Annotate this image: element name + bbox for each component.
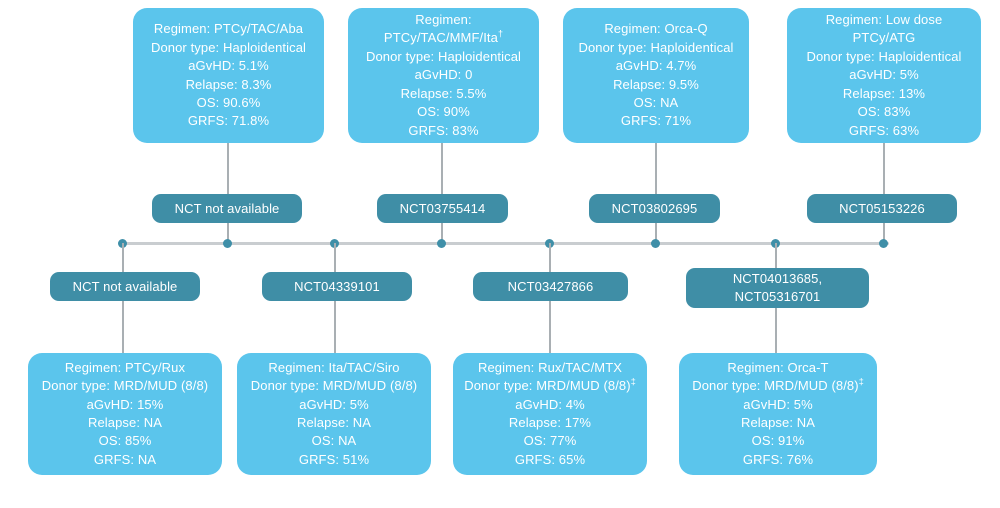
card-agvhd: aGvHD: 4.7%: [615, 58, 697, 74]
card-grfs: GRFS: 71.8%: [187, 113, 270, 129]
nct-label: NCT05153226: [839, 200, 925, 216]
card-donor-text: Donor type: MRD/MUD (8/8): [464, 378, 631, 394]
nct-label: NCT04339101: [294, 278, 380, 294]
bottom-card-1: Regimen: PTCy/Rux Donor type: MRD/MUD (8…: [28, 353, 222, 475]
bottom-card-2: Regimen: Ita/TAC/Siro Donor type: MRD/MU…: [237, 353, 431, 475]
card-agvhd: aGvHD: 4%: [515, 396, 585, 412]
top-card-3: Regimen: Orca-Q Donor type: Haploidentic…: [563, 8, 749, 143]
card-relapse: Relapse: 8.3%: [185, 76, 272, 92]
timeline-dot-6[interactable]: [651, 239, 660, 248]
card-os: OS: 90%: [417, 104, 470, 120]
dagger-marker: †: [497, 29, 504, 40]
card-relapse: Relapse: 9.5%: [613, 76, 699, 92]
card-donor: Donor type: MRD/MUD (8/8)‡: [692, 377, 864, 395]
top-card-2: Regimen: PTCy/TAC/MMF/Ita† Donor type: H…: [348, 8, 539, 143]
card-regimen: Regimen: Rux/TAC/MTX: [477, 359, 623, 375]
nct-label: NCT03802695: [611, 200, 698, 216]
card-donor: Donor type: MRD/MUD (8/8)‡: [464, 377, 636, 395]
card-agvhd: aGvHD: 5.1%: [188, 58, 269, 74]
timeline-dot-8[interactable]: [879, 239, 888, 248]
card-grfs: GRFS: 65%: [514, 451, 586, 467]
nct-pill-top-1[interactable]: NCT not available: [152, 194, 302, 223]
card-regimen: Regimen: Low dose: [825, 11, 943, 27]
card-donor-text: Donor type: MRD/MUD (8/8): [692, 378, 859, 394]
bottom-card-4: Regimen: Orca-T Donor type: MRD/MUD (8/8…: [679, 353, 877, 475]
card-os: OS: 90.6%: [196, 94, 261, 110]
card-agvhd: aGvHD: 15%: [86, 396, 164, 412]
nct-pill-top-2[interactable]: NCT03755414: [377, 194, 508, 223]
card-grfs: GRFS: 51%: [298, 451, 370, 467]
connector-top-1: [227, 143, 229, 243]
card-os: OS: 91%: [751, 433, 805, 449]
nct-label: NCT not available: [72, 278, 178, 294]
card-grfs: GRFS: 71%: [620, 113, 692, 129]
card-regimen-text: PTCy/TAC/MMF/Ita: [383, 30, 498, 46]
timeline-dot-4[interactable]: [437, 239, 446, 248]
card-grfs: GRFS: 63%: [848, 122, 920, 138]
connector-top-3: [655, 143, 657, 243]
card-donor: Donor type: MRD/MUD (8/8): [251, 377, 417, 395]
nct-pill-bottom-2[interactable]: NCT04339101: [262, 272, 412, 301]
card-relapse: Relapse: 17%: [508, 415, 592, 430]
card-os: OS: 85%: [98, 433, 152, 449]
timeline-dot-2[interactable]: [223, 239, 232, 248]
card-donor: Donor type: Haploidentical: [365, 48, 522, 64]
connector-top-4: [883, 143, 885, 243]
card-grfs: GRFS: NA: [93, 451, 157, 467]
card-regimen: Regimen: PTCy/TAC/Aba: [153, 21, 304, 37]
nct-pill-bottom-1[interactable]: NCT not available: [50, 272, 200, 301]
card-relapse: Relapse: NA: [87, 415, 163, 430]
nct-label: NCT not available: [174, 200, 280, 216]
card-regimen-cont: PTCy/TAC/MMF/Ita†: [384, 29, 503, 47]
card-relapse: Relapse: NA: [740, 415, 816, 430]
nct-label: NCT03755414: [399, 200, 486, 216]
card-grfs: GRFS: 76%: [742, 451, 814, 467]
card-regimen: Regimen: Orca-Q: [604, 21, 708, 37]
card-donor: Donor type: Haploidentical: [150, 39, 307, 55]
nct-label: NCT04013685,: [732, 271, 823, 287]
nct-pill-top-4[interactable]: NCT05153226: [807, 194, 957, 223]
card-relapse: Relapse: 5.5%: [400, 85, 487, 101]
card-regimen: Regimen:: [415, 11, 472, 27]
card-relapse: Relapse: 13%: [842, 85, 926, 101]
card-os: OS: NA: [633, 94, 679, 110]
card-donor-text: Donor type: MRD/MUD (8/8): [250, 378, 418, 394]
card-agvhd: aGvHD: 0: [414, 67, 473, 83]
card-grfs: GRFS: 83%: [408, 122, 479, 138]
card-donor-text: Donor type: MRD/MUD (8/8): [41, 378, 209, 394]
timeline-axis: [122, 242, 889, 245]
card-agvhd: aGvHD: 5%: [299, 396, 369, 412]
card-donor: Donor type: MRD/MUD (8/8): [42, 377, 208, 395]
top-card-1: Regimen: PTCy/TAC/Aba Donor type: Haploi…: [133, 8, 324, 143]
card-regimen-cont: PTCy/ATG: [852, 30, 916, 46]
card-regimen: Regimen: Orca-T: [727, 359, 829, 375]
card-regimen: Regimen: PTCy/Rux: [64, 359, 186, 375]
card-donor: Donor type: Haploidentical: [578, 39, 734, 55]
top-card-4: Regimen: Low dose PTCy/ATG Donor type: H…: [787, 8, 981, 143]
nct-pill-bottom-4[interactable]: NCT04013685, NCT05316701: [686, 268, 869, 308]
card-agvhd: aGvHD: 5%: [743, 396, 813, 412]
connector-top-2: [441, 143, 443, 243]
card-os: OS: 83%: [857, 104, 911, 120]
card-os: OS: NA: [311, 433, 357, 449]
double-dagger-marker: ‡: [858, 376, 864, 387]
card-os: OS: 77%: [523, 433, 577, 449]
card-relapse: Relapse: NA: [296, 415, 372, 430]
card-regimen: Regimen: Ita/TAC/Siro: [268, 359, 400, 375]
bottom-card-3: Regimen: Rux/TAC/MTX Donor type: MRD/MUD…: [453, 353, 647, 475]
card-donor: Donor type: Haploidentical: [806, 48, 962, 64]
double-dagger-marker: ‡: [630, 376, 636, 387]
nct-pill-top-3[interactable]: NCT03802695: [589, 194, 720, 223]
card-agvhd: aGvHD: 5%: [849, 67, 919, 83]
nct-label: NCT03427866: [507, 278, 594, 294]
nct-pill-bottom-3[interactable]: NCT03427866: [473, 272, 628, 301]
nct-label-2: NCT05316701: [734, 289, 821, 304]
